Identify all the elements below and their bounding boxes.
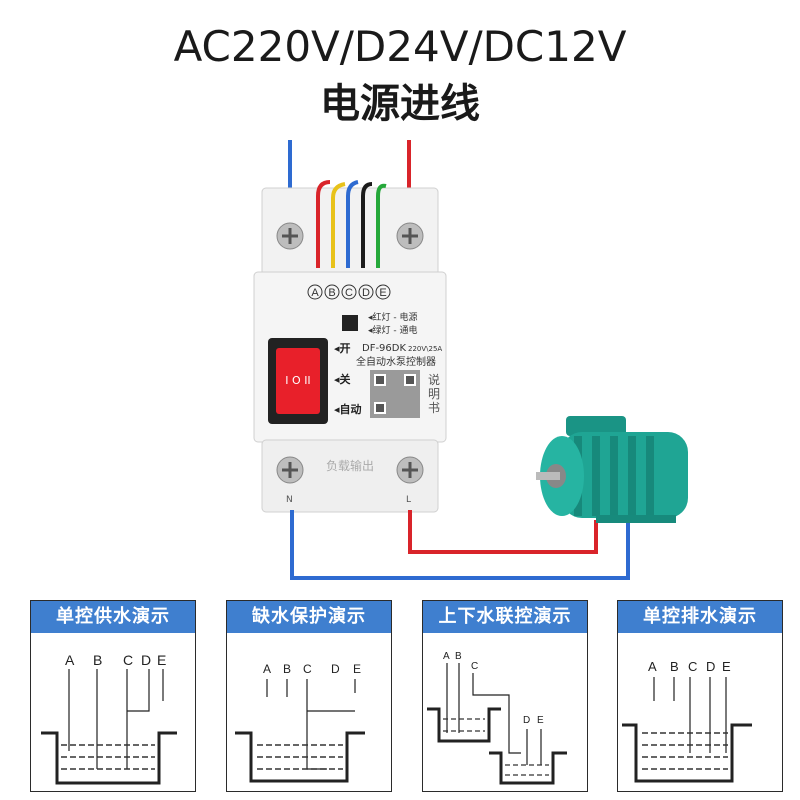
demo-panel-water-shortage: 缺水保护演示 A B C D E	[226, 600, 392, 792]
demo-panel-linked-control: 上下水联控演示 A B C D E	[422, 600, 588, 792]
svg-text:A: A	[648, 659, 657, 674]
svg-text:E: E	[537, 715, 544, 726]
pump-motor-icon	[536, 416, 688, 523]
terminal-label: A	[311, 287, 319, 299]
device-scene: A B C D E ◂红灯 - 电源 ◂绿灯 - 通电 DF-96DK 220V…	[253, 140, 688, 580]
rating-label: 220V\25A	[408, 345, 442, 353]
svg-text:E: E	[722, 659, 731, 674]
screw-slot-icon	[282, 228, 298, 244]
sensor-wire-red	[316, 180, 331, 268]
demo-panel-single-drain: 单控排水演示 A B C D E	[617, 600, 783, 792]
svg-text:D: D	[523, 715, 530, 726]
sensor-wire-yellow	[331, 182, 346, 268]
svg-text:C: C	[471, 661, 478, 672]
indicator-red-label: ◂红灯 - 电源	[368, 311, 418, 323]
terminal-label: D	[362, 287, 370, 299]
svg-text:A: A	[65, 652, 75, 668]
output-wire-blue	[290, 510, 630, 580]
terminal-label: E	[379, 287, 386, 299]
svg-text:C: C	[688, 659, 697, 674]
svg-text:A: A	[443, 651, 450, 662]
svg-text:A: A	[263, 662, 271, 676]
svg-text:B: B	[455, 651, 462, 662]
indicator-green-label: ◂绿灯 - 通电	[368, 324, 418, 336]
manual-label-1: 说	[428, 372, 440, 387]
terminal-label: C	[345, 287, 353, 299]
sensor-wire-green	[376, 183, 387, 268]
svg-text:E: E	[157, 652, 166, 668]
panel-title: 单控排水演示	[618, 601, 782, 633]
svg-text:B: B	[283, 662, 291, 676]
indicator-led	[342, 315, 358, 331]
switch-symbol: I O II	[285, 374, 310, 387]
tank-diagram: A B C D E	[235, 662, 365, 783]
headline-power-input: 电源进线	[320, 81, 480, 127]
sensor-wire-black	[361, 182, 373, 268]
switch-on-label: ◂开	[334, 342, 351, 355]
model-label: DF-96DK	[362, 343, 406, 354]
panel-title: 上下水联控演示	[423, 601, 587, 633]
panel-title: 单控供水演示	[31, 601, 195, 633]
svg-text:D: D	[706, 659, 715, 674]
l-label: L	[406, 495, 411, 505]
load-output-label: 负载输出	[326, 458, 374, 473]
switch-off-label: ◂关	[334, 372, 351, 386]
headline-voltage: AC220V/D24V/DC12V	[173, 22, 627, 71]
panel-title: 缺水保护演示	[227, 601, 391, 633]
tank-diagram: A B C D E	[427, 651, 567, 785]
n-label: N	[286, 495, 293, 505]
switch-auto-label: ◂自动	[334, 402, 362, 416]
svg-text:B: B	[93, 652, 102, 668]
svg-text:D: D	[141, 652, 151, 668]
output-wire-red	[408, 510, 598, 554]
svg-text:C: C	[123, 652, 133, 668]
svg-text:B: B	[670, 659, 679, 674]
sensor-wire-blue	[346, 180, 359, 268]
controller-device: A B C D E ◂红灯 - 电源 ◂绿灯 - 通电 DF-96DK 220V…	[253, 180, 447, 513]
svg-text:E: E	[353, 662, 361, 676]
tank-diagram: A B C D E	[41, 652, 177, 785]
product-name-label: 全自动水泵控制器	[356, 355, 436, 368]
rocker-switch	[276, 348, 320, 414]
svg-text:C: C	[303, 662, 312, 676]
svg-text:D: D	[331, 662, 340, 676]
svg-text:书: 书	[428, 401, 440, 415]
demo-panel-single-supply: 单控供水演示 A B C D E	[30, 600, 196, 792]
svg-text:明: 明	[428, 387, 440, 401]
tank-diagram: A B C D E	[622, 659, 752, 783]
terminal-label: B	[328, 287, 335, 299]
